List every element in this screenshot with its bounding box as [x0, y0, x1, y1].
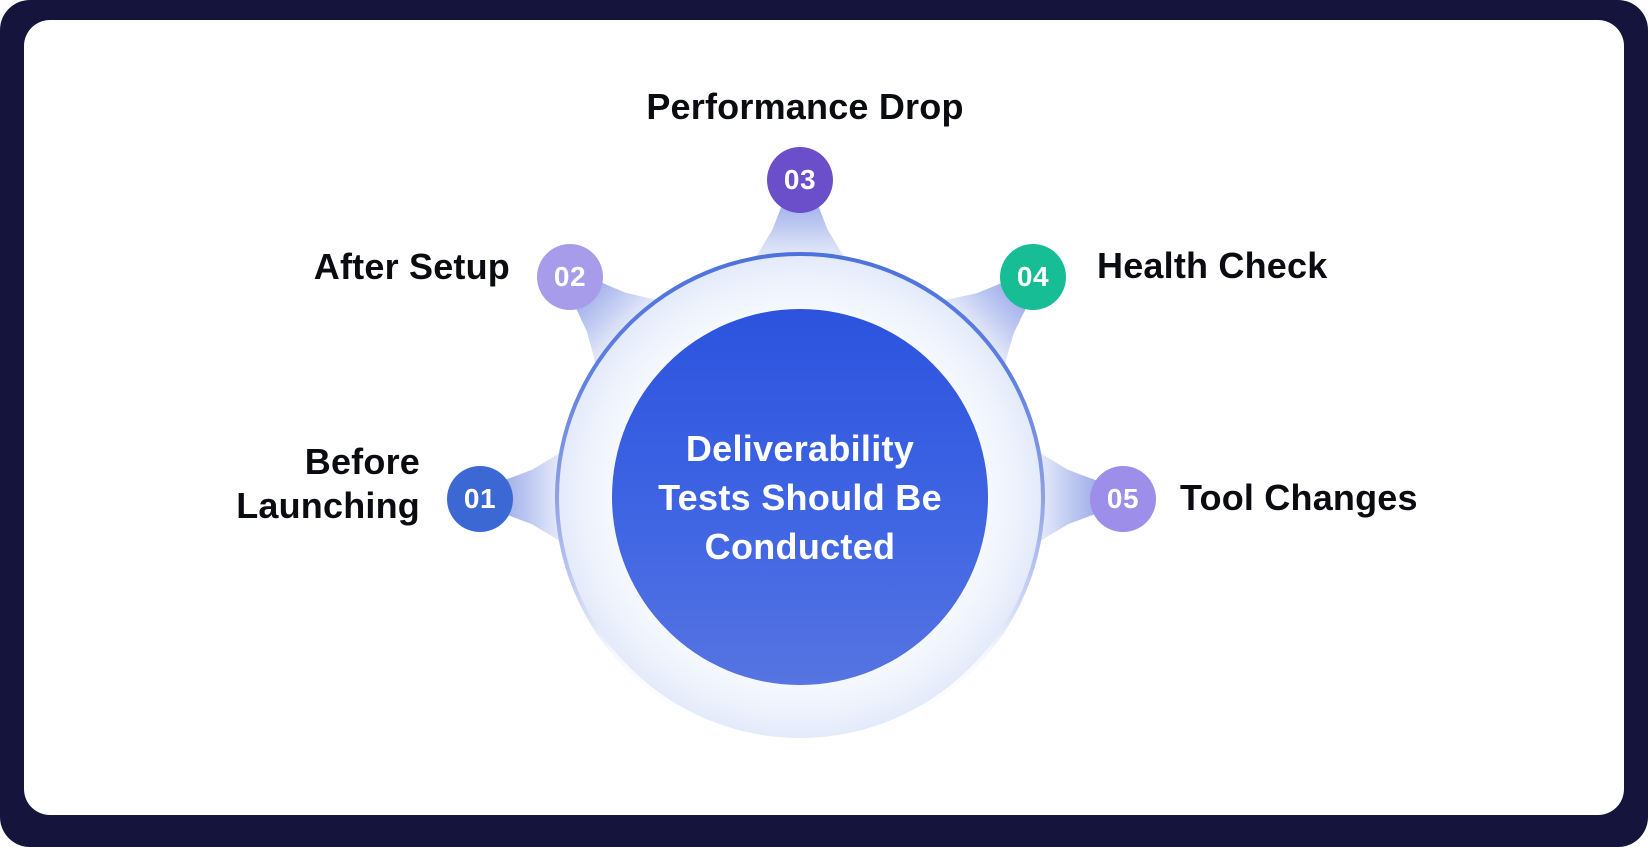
node-number-02: 02 — [553, 261, 587, 292]
node-number-05: 05 — [1106, 483, 1140, 514]
center-circle: Deliverability Tests Should Be Conducted — [612, 309, 988, 685]
node-badge-02: 02 — [537, 244, 603, 310]
center-title-line-3: Conducted — [704, 525, 896, 567]
label-health-check: Health Check — [1097, 245, 1328, 286]
node-number-04: 04 — [1016, 261, 1050, 292]
center-title-line-2: Tests Should Be — [658, 476, 942, 518]
label-performance-drop: Performance Drop — [646, 86, 964, 127]
label-before-launching: Before Launching — [236, 441, 420, 526]
center-title: Deliverability Tests Should Be Conducted — [658, 424, 942, 571]
label-tool-changes: Tool Changes — [1180, 477, 1418, 518]
node-number-03: 03 — [783, 164, 817, 195]
center-title-line-1: Deliverability — [685, 427, 915, 469]
node-number-01: 01 — [463, 483, 497, 514]
node-badge-03: 03 — [767, 147, 833, 213]
label-after-setup: After Setup — [313, 246, 510, 287]
node-badge-05: 05 — [1090, 466, 1156, 532]
node-badge-01: 01 — [447, 466, 513, 532]
node-badge-04: 04 — [1000, 244, 1066, 310]
